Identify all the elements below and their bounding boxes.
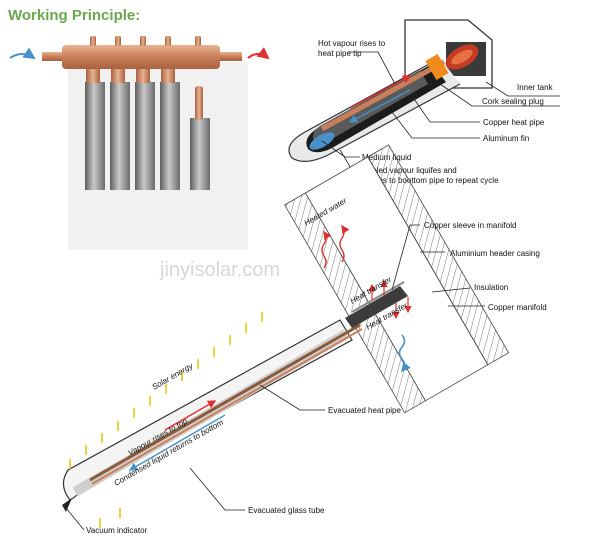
label-aluminium-header: Aluminium header casing — [450, 249, 540, 258]
label-insulation: Insulation — [474, 283, 508, 292]
label-cork-plug: Cork sealing plug — [482, 97, 544, 106]
page-title: Working Principle: — [8, 7, 140, 24]
heat-pipe-cutaway: Hot vapour rises to heat pipe tip Inner … — [288, 19, 560, 185]
watermark: jinyisolar.com — [159, 259, 280, 281]
vacuum-tubes — [85, 82, 210, 190]
label-evacuated-heat-pipe: Evacuated heat pipe — [328, 406, 401, 415]
label-vacuum-indicator: Vacuum indicator — [86, 526, 148, 535]
label-cooled-vapour: Cooled vapour liquifes and — [362, 166, 457, 175]
solar-rays — [69, 312, 263, 528]
label-copper-manifold: Copper manifold — [488, 303, 547, 312]
label-copper-pipe: Copper heat pipe — [483, 118, 545, 127]
manifold-illustration — [9, 36, 270, 250]
evacuated-tube-assembly: Copper sleeve in manifold Aluminium head… — [62, 144, 547, 535]
label-hot-vapour: Hot vapour rises to — [318, 39, 386, 48]
flow-out-arrow — [247, 47, 270, 60]
label-hot-vapour-2: heat pipe tip — [318, 49, 362, 58]
label-cooled-vapour-2: returns to boottom pipe to repeat cycle — [362, 176, 499, 185]
label-copper-sleeve: Copper sleeve in manifold — [424, 221, 517, 230]
label-evacuated-glass-tube: Evacuated glass tube — [248, 506, 325, 515]
copper-header-pipe — [42, 36, 242, 83]
flow-in-arrow — [9, 47, 36, 60]
label-inner-tank: Inner tank — [517, 83, 554, 92]
label-solar-energy: Solar energy — [151, 361, 196, 392]
label-aluminum-fin: Aluminum fin — [483, 134, 529, 143]
